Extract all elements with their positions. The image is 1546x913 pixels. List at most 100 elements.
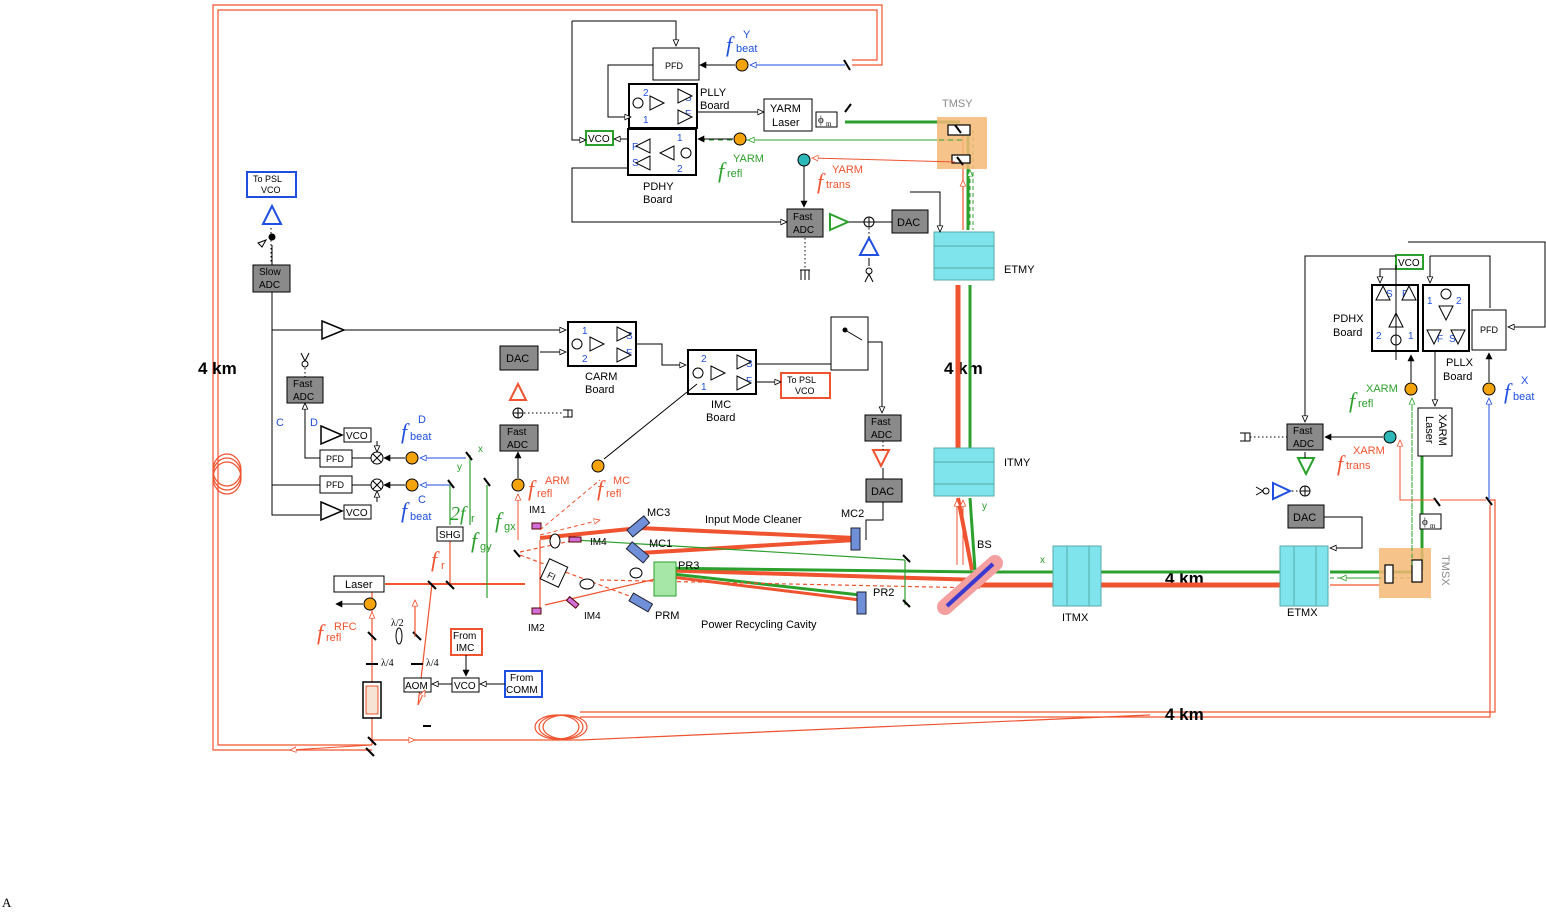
pllx-title-2: Board <box>1443 371 1472 383</box>
signal-label-fr: f r <box>431 547 445 572</box>
pfd-c-label: PFD <box>326 480 345 490</box>
plly-port-1: 1 <box>643 115 649 126</box>
phim-y-label: ϕ <box>818 114 824 126</box>
plly-port-2: 2 <box>643 88 649 99</box>
svg-text:f: f <box>1349 388 1358 413</box>
distance-label-bottom: 4 km <box>1165 705 1204 724</box>
svg-text:XARM: XARM <box>1366 383 1398 395</box>
svg-text:XARM: XARM <box>1353 445 1385 457</box>
svg-text:refl: refl <box>326 632 341 644</box>
mode-cleaner-mirrors: MC1 MC2 MC3 PR2 PR3 PRM IM1 IM2 IM4 IM4 … <box>528 505 894 634</box>
fast-adc-y-line2: ADC <box>793 225 814 236</box>
svg-text:f: f <box>1504 379 1513 404</box>
svg-text:refl: refl <box>537 488 552 500</box>
path-label-x-small: x <box>478 444 483 455</box>
fast-adc-x: Fast ADC <box>1286 423 1324 451</box>
svg-text:YARM: YARM <box>832 164 863 176</box>
signal-label-2fr: 2f r <box>450 503 475 525</box>
svg-text:beat: beat <box>410 511 431 523</box>
carm-board: 1 2 S F CARM Board <box>567 321 637 396</box>
pllx-port-s: S <box>1449 334 1456 345</box>
from-imc-line1: From <box>453 631 476 642</box>
fast-adc-arm-line2: ADC <box>507 440 528 451</box>
fast-adc-x-line2: ADC <box>1293 439 1314 450</box>
svg-text:f: f <box>726 32 735 57</box>
dac-y-label: DAC <box>897 217 920 229</box>
distance-label-yarm: 4 km <box>944 359 983 378</box>
fast-adc-y-line1: Fast <box>793 212 813 223</box>
pdhy-board: F S 1 2 PDHY Board <box>627 128 697 206</box>
signal-label-d-beat: f D beat <box>401 414 431 444</box>
plly-title-2: Board <box>700 100 729 112</box>
svg-text:f: f <box>401 419 410 444</box>
im1-label: IM1 <box>529 505 546 516</box>
dac-y: DAC <box>891 209 929 234</box>
dac-carm: DAC <box>499 345 539 371</box>
signal-label-x-beat: f X beat <box>1504 375 1534 404</box>
pdhy-title-2: Board <box>643 194 672 206</box>
vco-c: VCO <box>343 504 372 520</box>
svg-text:refl: refl <box>727 168 742 180</box>
signal-label-c-beat: f C beat <box>401 494 431 523</box>
psl-laser-label: Laser <box>345 579 373 591</box>
carm-title-1: CARM <box>585 371 617 383</box>
xarm-laser-line1: XARM <box>1436 414 1448 446</box>
path-label-y-small: y <box>457 462 462 473</box>
plly-port-s: S <box>685 93 692 104</box>
itmy-mirror: ITMY <box>933 447 1031 497</box>
bs-y-label: y <box>982 501 987 512</box>
pfd-y: PFD <box>652 47 700 81</box>
pdhy-port-1: 1 <box>677 133 683 144</box>
pdhx-port-2: 2 <box>1376 331 1382 342</box>
path-label-c: C <box>276 417 284 429</box>
pfd-c: PFD <box>319 475 353 494</box>
bs-label: BS <box>977 539 992 551</box>
fast-adc-left-line2: ADC <box>293 392 314 403</box>
xarm-laser-line2: Laser <box>1423 416 1435 444</box>
psl-laser: Laser <box>333 575 385 593</box>
from-imc: From IMC <box>450 628 483 656</box>
dac-x: DAC <box>1287 504 1325 529</box>
slow-adc-line2: ADC <box>259 280 280 291</box>
pdhy-title-1: PDHY <box>643 181 674 193</box>
svg-text:f: f <box>495 508 504 533</box>
yarm-laser-line1: YARM <box>770 103 801 115</box>
carm-port-1: 1 <box>582 326 588 337</box>
xarm-laser: XARM Laser <box>1417 407 1453 457</box>
svg-text:trans: trans <box>826 179 851 191</box>
pr3-label: PR3 <box>678 560 699 572</box>
quarter-wave-label-b: λ/4 <box>426 658 439 669</box>
slow-adc: Slow ADC <box>252 264 291 293</box>
imc-title: Input Mode Cleaner <box>705 514 802 526</box>
svg-text:f: f <box>528 476 537 501</box>
dac-mc2: DAC <box>865 478 903 503</box>
pfd-x-label: PFD <box>1480 325 1499 335</box>
photodetectors <box>363 58 1496 611</box>
signal-label-xarm-trans: f XARM trans <box>1337 445 1385 476</box>
pr2-label: PR2 <box>873 587 894 599</box>
im2-label: IM2 <box>528 623 545 634</box>
svg-text:D: D <box>418 414 426 426</box>
half-wave-label: λ/2 <box>391 618 404 629</box>
signal-label-fgx: f gx <box>495 508 516 533</box>
svg-text:f: f <box>431 547 440 572</box>
carm-title-2: Board <box>585 384 614 396</box>
signal-label-yarm-refl: f YARM refl <box>718 153 764 183</box>
svg-text:f: f <box>718 158 727 183</box>
signal-label-rfc-refl: f RFC refl <box>317 620 357 645</box>
pfd-x: PFD <box>1471 309 1507 351</box>
imc-title-1: IMC <box>711 399 731 411</box>
phase-modulator-y: ϕ m <box>815 111 838 128</box>
pfd-y-label: PFD <box>665 61 684 71</box>
svg-text:2f: 2f <box>450 503 468 525</box>
pdhx-title-1: PDHX <box>1333 313 1364 325</box>
mc2-label: MC2 <box>841 508 864 520</box>
pllx-title-1: PLLX <box>1446 357 1474 369</box>
itmy-label: ITMY <box>1004 457 1031 469</box>
signal-label-fgy: f gy <box>471 528 492 553</box>
fast-adc-mc-line1: Fast <box>871 417 891 428</box>
etmy-mirror: ETMY <box>933 231 1035 281</box>
tmsy-label: TMSY <box>942 98 973 110</box>
pllx-board: 1 2 F S PLLX Board <box>1422 284 1474 383</box>
quarter-wave-label-a: λ/4 <box>381 658 394 669</box>
